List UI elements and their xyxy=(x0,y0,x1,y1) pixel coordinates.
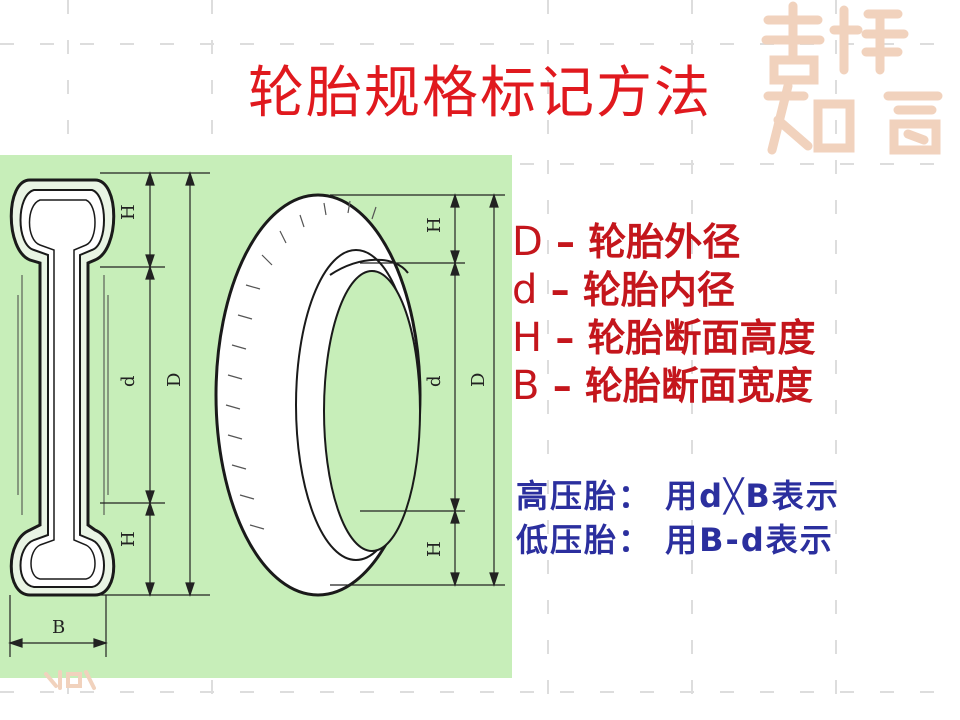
note-low-pressure: 低压胎： 用B-d表示 xyxy=(516,521,834,559)
label-H-left-bottom: H xyxy=(118,531,139,547)
notes: 高压胎： 用d╳B表示 低压胎： 用B-d表示 xyxy=(516,474,956,562)
label-H-right-top: H xyxy=(424,217,445,233)
slide-title: 轮胎规格标记方法 xyxy=(248,61,712,126)
tire-drawing: H d D H B H d D H xyxy=(8,171,505,657)
legend-text: – 轮胎断面宽度 xyxy=(552,364,813,408)
right-dimensions xyxy=(330,193,505,587)
label-H-left-top: H xyxy=(118,204,139,220)
legend-symbol: d xyxy=(512,267,538,313)
legend-symbol: D xyxy=(512,219,543,265)
legend-text: – 轮胎内径 xyxy=(550,268,735,312)
legend-text: – 轮胎断面高度 xyxy=(555,316,816,360)
seal-small-mark xyxy=(44,670,96,690)
legend: D – 轮胎外径 d – 轮胎内径 H – 轮胎断面高度 B – 轮胎断面宽度 xyxy=(512,218,952,410)
label-D-left: D xyxy=(164,373,185,387)
label-H-right-bottom: H xyxy=(424,541,445,557)
legend-item-H: H – 轮胎断面高度 xyxy=(512,314,952,362)
label-d-right: d xyxy=(424,375,445,387)
legend-item-d: d – 轮胎内径 xyxy=(512,266,952,314)
note-high-pressure: 高压胎： 用d╳B表示 xyxy=(516,477,840,515)
label-D-right: D xyxy=(468,373,489,387)
label-d-left: d xyxy=(118,375,139,387)
legend-text: – 轮胎外径 xyxy=(556,220,741,264)
tire-cross-section xyxy=(9,178,116,597)
legend-item-D: D – 轮胎外径 xyxy=(512,218,952,266)
tire-diagram: H d D H B H d D H xyxy=(0,155,512,678)
legend-symbol: B xyxy=(512,363,540,409)
left-dimensions xyxy=(8,171,210,657)
label-B: B xyxy=(52,617,65,638)
legend-item-B: B – 轮胎断面宽度 xyxy=(512,362,952,410)
seal-logo xyxy=(761,1,943,155)
tire-perspective xyxy=(214,193,422,597)
legend-symbol: H xyxy=(512,315,543,361)
